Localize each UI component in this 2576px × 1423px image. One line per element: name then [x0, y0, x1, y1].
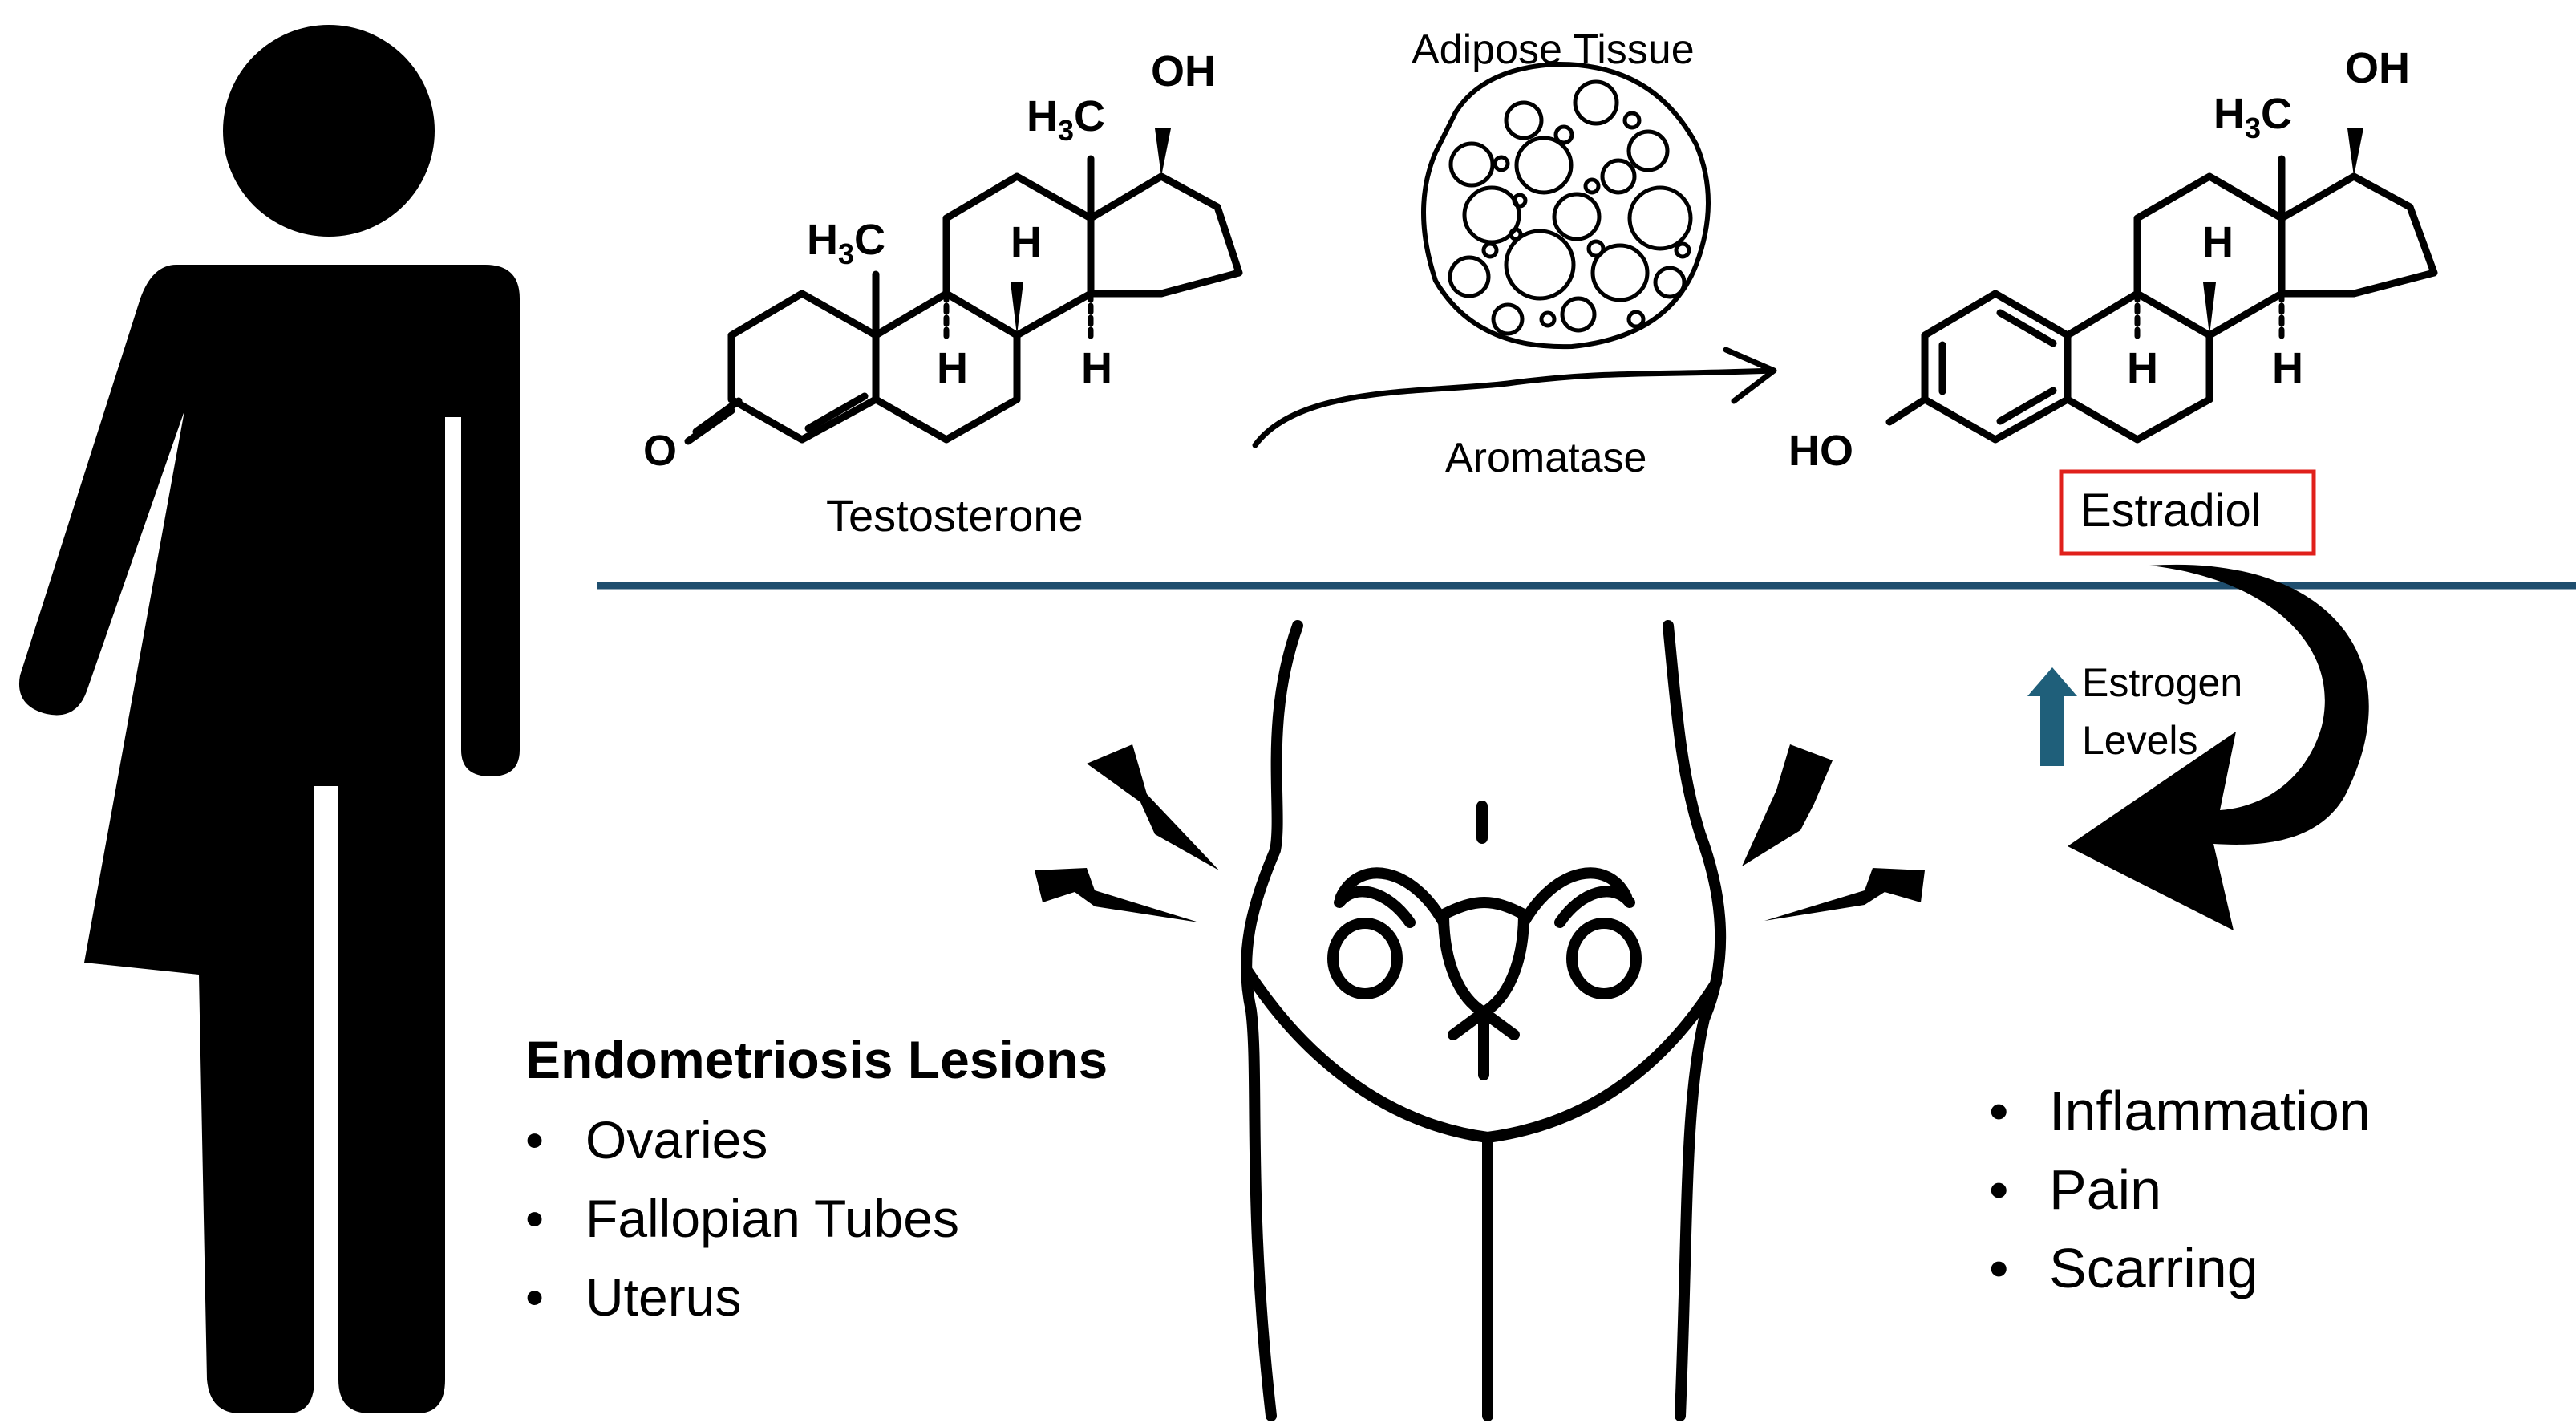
lesion-item: Fallopian Tubes [585, 1189, 959, 1248]
symptoms-bullet: • [1989, 1158, 2009, 1221]
estradiol-ho: HO [1788, 427, 1853, 475]
testosterone-wedges [1011, 128, 1171, 335]
testosterone-h-9: H [937, 344, 968, 392]
testosterone-oxo: O [643, 427, 678, 475]
adipose-cell-icon [1421, 61, 1711, 350]
estradiol-highlight-box [2059, 469, 2316, 556]
adipose-tissue-label: Adipose Tissue [1412, 26, 1695, 73]
lesions-title: Endometriosis Lesions [525, 1030, 1108, 1089]
estradiol-wedges [2203, 128, 2363, 335]
lightning-icon [1035, 744, 1925, 922]
testosterone-structure [684, 155, 1243, 445]
lesions-bullet: • [525, 1110, 545, 1170]
pelvis-uterus-icon [1241, 620, 1727, 1421]
estradiol-structure [1885, 155, 2438, 444]
estradiol-h-14: H [2272, 344, 2303, 392]
estradiol-oh: OH [2345, 44, 2410, 92]
estradiol-h-9: H [2127, 344, 2158, 392]
testosterone-h-8: H [1011, 218, 1042, 266]
levels-label: Levels [2082, 718, 2198, 763]
symptoms-bullet: • [1989, 1237, 2009, 1299]
estradiol-methyl-13: H3C [2213, 90, 2293, 144]
estradiol-label: Estradiol [2080, 484, 2262, 537]
testosterone-methyl-10: H3C [807, 216, 886, 270]
testosterone-methyl-17: H3C [1027, 92, 1106, 147]
aromatase-label: Aromatase [1445, 435, 1647, 481]
testosterone-oh: OH [1151, 47, 1216, 95]
symptoms-bullet: • [1989, 1080, 2009, 1142]
symptom-item: Pain [2049, 1158, 2162, 1221]
curved-arrow-icon [2068, 564, 2369, 930]
symptom-item: Inflammation [2049, 1080, 2371, 1142]
lesion-item: Uterus [585, 1267, 742, 1327]
lesions-bullet: • [525, 1267, 545, 1327]
symptom-item: Scarring [2049, 1237, 2258, 1299]
testosterone-h-14: H [1081, 344, 1112, 392]
lesions-bullet: • [525, 1189, 545, 1248]
person-skirt-icon [18, 25, 520, 1413]
lesion-item: Ovaries [585, 1110, 768, 1170]
aromatase-arrow [1252, 347, 1777, 448]
estrogen-label: Estrogen [2082, 660, 2243, 705]
up-arrow-icon [2027, 667, 2077, 766]
testosterone-label: Testosterone [826, 490, 1083, 541]
estradiol-h-8: H [2202, 218, 2234, 266]
